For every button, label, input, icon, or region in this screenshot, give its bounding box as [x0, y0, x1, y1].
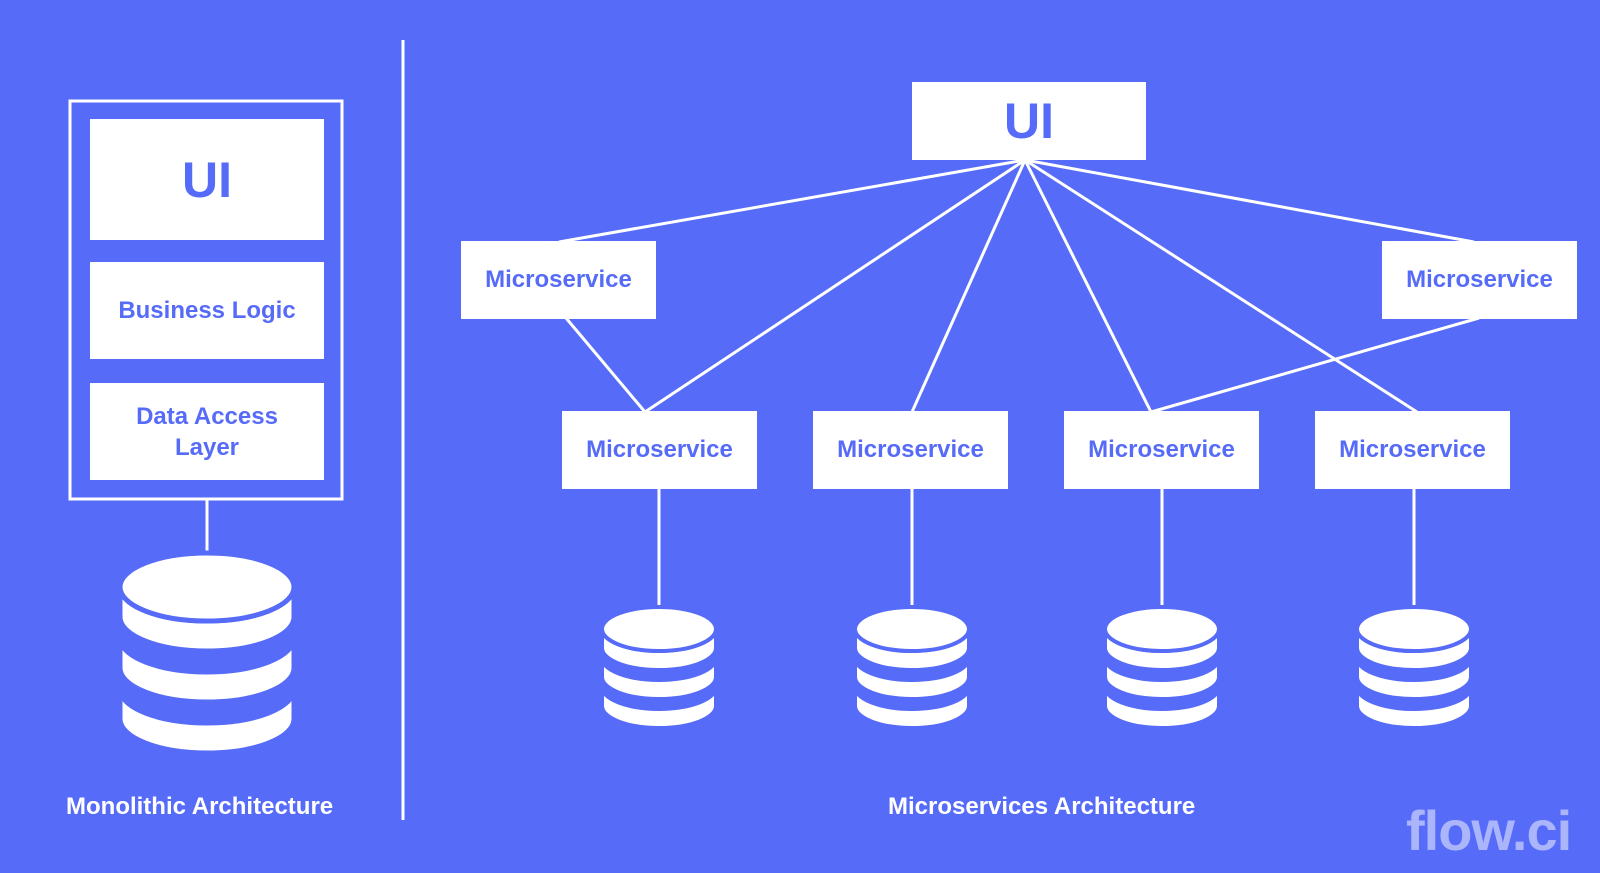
microservice-node-top-right: Microservice	[1382, 241, 1577, 319]
connector-ui-ms-row-4	[1024, 158, 1418, 414]
monolith-ui-layer: UI	[90, 119, 324, 240]
database-icon	[1103, 605, 1221, 730]
microservices-ui-node: UI	[912, 82, 1146, 160]
connector-ms-top-left-row-1	[564, 317, 647, 413]
connector-ms-top-right-row-3	[1150, 316, 1480, 414]
microservices-caption: Microservices Architecture	[888, 793, 1196, 820]
monolith-caption: Monolithic Architecture	[66, 793, 334, 820]
brand-watermark: flow.ci	[1406, 799, 1572, 862]
microservice-node-top-left: Microservice	[461, 241, 656, 319]
connector-ui-ms-row-1	[644, 158, 1026, 414]
microservice-node: Microservice	[1315, 411, 1510, 489]
microservice-node: Microservice	[813, 411, 1008, 489]
connector-ui-ms-row-3	[1023, 159, 1153, 413]
connector-ui-ms-top-right	[1024, 158, 1475, 244]
database-icon	[117, 550, 297, 756]
monolith-data-access-layer: Data Access Layer	[90, 383, 324, 480]
database-icon	[1355, 605, 1473, 730]
microservice-node: Microservice	[562, 411, 757, 489]
microservice-node: Microservice	[1064, 411, 1259, 489]
connector-ui-ms-top-left	[558, 158, 1026, 244]
connector-ui-ms-row-2	[910, 159, 1027, 413]
monolith-business-logic-layer: Business Logic	[90, 262, 324, 359]
database-icon	[853, 605, 971, 730]
database-icon	[600, 605, 718, 730]
